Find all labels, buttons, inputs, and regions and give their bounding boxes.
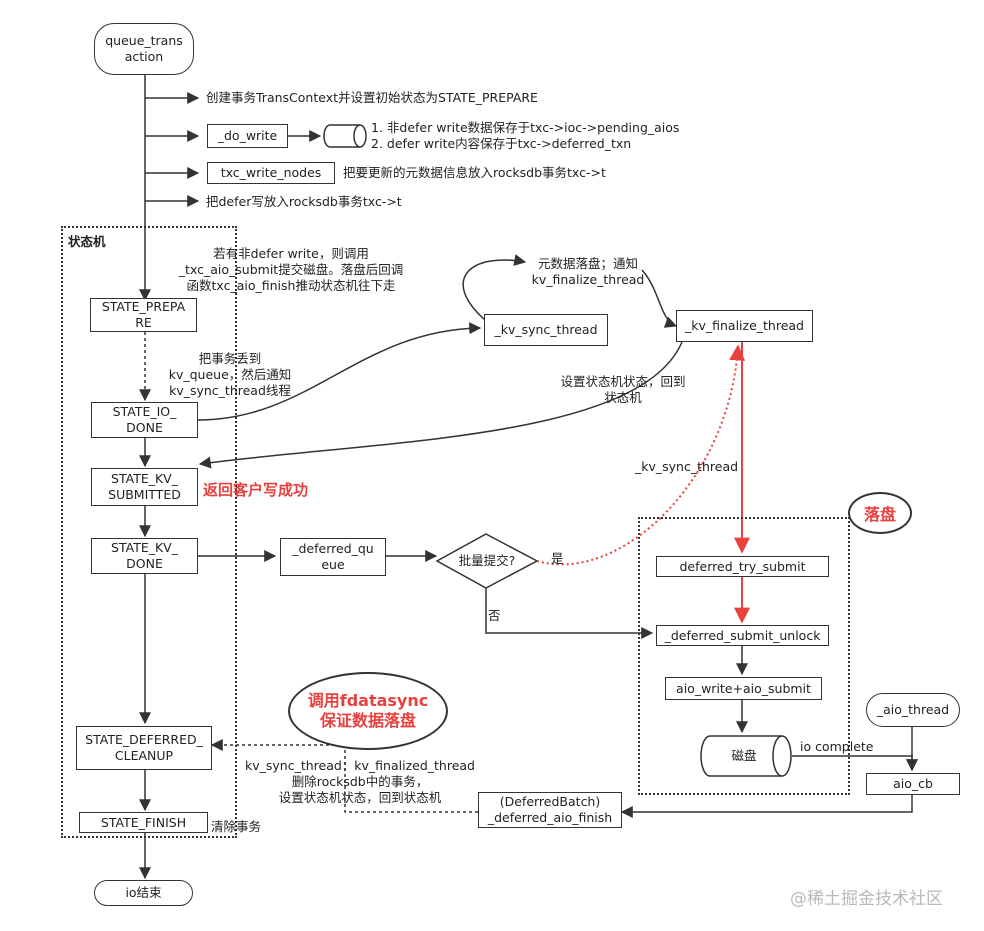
edge-finish-cleanup: [210, 739, 478, 813]
metadata-persist-note: 元数据落盘；通知 kv_finalize_thread: [531, 256, 645, 287]
edge-aiocb-finish: [620, 795, 913, 818]
aio-submit-note: 若有非defer write，则调用 _txc_aio_submit提交磁盘。落…: [178, 246, 404, 293]
deferred-try-submit-node: deferred_try_submit: [656, 556, 829, 577]
flush-disk-bubble: 落盘: [848, 492, 912, 534]
clear-txn-label: 清除事务: [211, 819, 262, 834]
deferred-submit-unlock-node: _deferred_submit_unlock: [656, 625, 829, 646]
kv-sync-thread-node: _kv_sync_thread: [484, 314, 608, 346]
non-defer-write-label: 1. 非defer write数据保存于txc->ioc->pending_ai…: [371, 120, 680, 135]
state-finish-node: STATE_FINISH: [79, 812, 208, 833]
create-txn-label: 创建事务TransContext并设置初始状态为STATE_PREPARE: [206, 90, 538, 105]
state-kv-submitted-node: STATE_KV_ SUBMITTED: [91, 468, 198, 506]
kv-finalize-thread-node: _kv_finalize_thread: [676, 310, 813, 342]
aio-cb-node: aio_cb: [866, 773, 960, 795]
deferred-queue-node: _deferred_qu eue: [280, 538, 386, 576]
io-complete-label: io complete: [800, 739, 874, 754]
edge-batch-no: [485, 588, 654, 639]
disk-cylinder: [700, 735, 792, 777]
pending-cylinder: [323, 124, 367, 148]
edge-finalize-kvsub: [198, 341, 683, 469]
disk-label: 磁盘: [731, 748, 757, 763]
yes-label: 是: [551, 551, 564, 566]
queue-transaction-node: queue_trans action: [94, 23, 194, 75]
state-machine-title: 状态机: [68, 234, 106, 249]
edge-kvsync-loop: [462, 254, 527, 321]
set-state-back-note: 设置状态机状态，回到 状态机: [560, 374, 686, 405]
do-write-node: _do_write: [207, 124, 288, 148]
state-machine-region: [61, 226, 237, 838]
watermark: @稀土掘金技术社区: [790, 889, 943, 909]
flush-region: [638, 517, 850, 795]
state-io-done-node: STATE_IO_ DONE: [91, 402, 198, 438]
edge-iodone-kvsync: [197, 322, 482, 421]
aio-write-submit-node: aio_write+aio_submit: [665, 677, 822, 700]
metadata-rocksdb-label: 把要更新的元数据信息放入rocksdb事务txc->t: [343, 165, 606, 180]
edge-meta-finalize: [641, 269, 678, 328]
state-kv-done-node: STATE_KV_ DONE: [91, 538, 198, 574]
batch-submit-label: 批量提交?: [458, 553, 516, 568]
no-label: 否: [488, 608, 501, 623]
txc-write-nodes-node: txc_write_nodes: [207, 162, 335, 184]
defer-rocksdb-label: 把defer写放入rocksdb事务txc->t: [206, 194, 402, 209]
deferred-aio-finish-node: (DeferredBatch) _deferred_aio_finish: [478, 792, 622, 828]
return-client-label: 返回客户写成功: [203, 481, 309, 499]
state-deferred-cleanup-node: STATE_DEFERRED_ CLEANUP: [76, 726, 212, 770]
state-prepare-node: STATE_PREPA RE: [90, 298, 197, 332]
kv-sync-thread-edge-label: _kv_sync_thread: [635, 459, 739, 474]
kv-queue-note: 把事务丢到 kv_queue，然后通知 kv_sync_thread线程: [168, 351, 292, 398]
defer-write-label: 2. defer write内容保存于txc->deferred_txn: [371, 136, 632, 151]
cleanup-note: kv_sync_thread：kv_finalized_thread 删除roc…: [244, 758, 475, 805]
io-end-node: io结束: [94, 880, 193, 906]
aio-thread-node: _aio_thread: [866, 693, 960, 727]
fdatasync-bubble: 调用fdatasync 保证数据落盘: [288, 672, 448, 750]
